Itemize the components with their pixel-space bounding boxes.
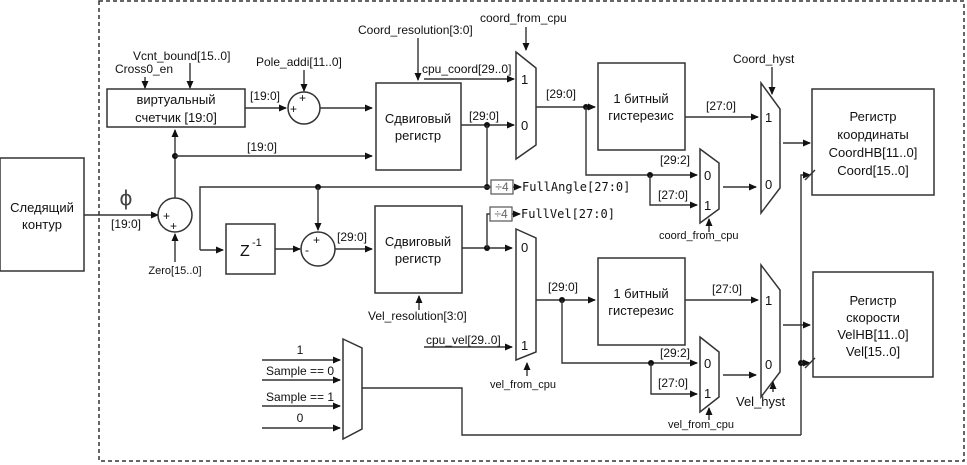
- small-coord-bus1: [27:0]: [658, 188, 688, 202]
- div4-vel: ÷4: [494, 207, 508, 221]
- coord-resolution-label: Coord_resolution[3:0]: [358, 23, 473, 37]
- svg-text:1: 1: [765, 110, 772, 125]
- svg-text:1 битный: 1 битный: [613, 91, 668, 106]
- fpga-boundary: [98, 0, 965, 462]
- svg-text:+: +: [299, 91, 306, 105]
- cross0-label: Cross0_en: [115, 62, 173, 76]
- hyst-coord-out-bus: [27:0]: [706, 99, 736, 113]
- shift-coord-out-bus: [29:0]: [469, 109, 499, 123]
- svg-text:-1: -1: [252, 237, 262, 249]
- vel-hyst-label: Vel_hyst: [736, 394, 786, 409]
- svg-text:1: 1: [521, 338, 528, 353]
- svg-text:VelHB[11..0]: VelHB[11..0]: [837, 327, 908, 342]
- sample-in-eq0: Sample == 0: [266, 364, 334, 378]
- subtractor: + -: [300, 231, 336, 267]
- zero-label: Zero[15..0]: [148, 265, 201, 277]
- svg-text:счетчик [19:0]: счетчик [19:0]: [135, 110, 217, 125]
- svg-text:Сдвиговый: Сдвиговый: [385, 111, 451, 126]
- hysteresis-vel: 1 битный гистерезис: [597, 257, 686, 346]
- svg-text:регистр: регистр: [395, 128, 441, 143]
- mux-vel-small: 0 1: [699, 335, 720, 414]
- hysteresis-coord: 1 битный гистерезис: [597, 62, 686, 151]
- bus19-label-a: [19:0]: [250, 89, 280, 103]
- mux-coord-out-bus: [29:0]: [546, 87, 576, 101]
- tracking-loop-block: Следящий контур: [0, 157, 85, 272]
- coord-register: Регистр координаты CoordHB[11..0] Coord[…: [811, 88, 935, 196]
- cpu-vel-label: cpu_vel[29..0]: [426, 333, 501, 347]
- shift-register-coord: Сдвиговый регистр: [375, 82, 462, 171]
- svg-text:0: 0: [765, 177, 772, 192]
- delay-block: Z -1: [225, 223, 276, 275]
- mux-coord-small: 0 1: [699, 147, 720, 225]
- mux-vel-out-bus: [29:0]: [548, 280, 578, 294]
- svg-text:Vel[15..0]: Vel[15..0]: [846, 344, 900, 359]
- input-adder: + +: [157, 197, 193, 233]
- velocity-register: Регистр скорости VelHB[11..0] Vel[15..0]: [812, 271, 934, 378]
- pole-addi-label: Pole_addi[11..0]: [256, 55, 342, 69]
- full-vel-label: FullVel[27:0]: [521, 207, 615, 221]
- full-angle-label: FullAngle[27:0]: [522, 180, 630, 194]
- phi-symbol: ϕ: [119, 186, 132, 210]
- cpu-coord-label: cpu_coord[29..0]: [422, 62, 511, 76]
- svg-text:Сдвиговый: Сдвиговый: [385, 234, 451, 249]
- svg-text:Coord[15..0]: Coord[15..0]: [837, 163, 909, 178]
- svg-text:0: 0: [521, 240, 528, 255]
- shift-register-vel: Сдвиговый регистр: [374, 205, 463, 294]
- svg-text:гистерезис: гистерезис: [608, 108, 674, 123]
- svg-text:+: +: [313, 233, 320, 247]
- svg-text:виртуальный: виртуальный: [137, 92, 216, 107]
- svg-text:1: 1: [704, 198, 711, 213]
- small-coord-sel-label: coord_from_cpu: [659, 230, 739, 242]
- svg-text:скорости: скорости: [846, 310, 900, 325]
- svg-text:+: +: [290, 102, 297, 116]
- svg-text:регистр: регистр: [395, 251, 441, 266]
- small-coord-bus0: [29:2]: [660, 153, 690, 167]
- svg-text:0: 0: [704, 168, 711, 183]
- svg-text:+: +: [170, 219, 177, 233]
- svg-text:+: +: [163, 209, 170, 223]
- mux-vel: 0 1: [515, 227, 537, 362]
- vel-resolution-label: Vel_resolution[3:0]: [368, 309, 467, 323]
- sub-out-bus: [29:0]: [337, 230, 367, 244]
- svg-text:координаты: координаты: [837, 127, 909, 142]
- vel-from-cpu-label: vel_from_cpu: [490, 379, 556, 391]
- phi-bus-label: [19:0]: [111, 217, 141, 231]
- svg-text:Регистр: Регистр: [849, 109, 896, 124]
- vcnt-bound-label: Vcnt_bound[15..0]: [133, 49, 230, 63]
- div4-angle: ÷4: [495, 180, 509, 194]
- svg-text:0: 0: [765, 357, 772, 372]
- svg-text:-: -: [305, 243, 309, 257]
- small-vel-bus1: [27:0]: [658, 376, 688, 390]
- hyst-vel-out-bus: [27:0]: [712, 282, 742, 296]
- small-vel-sel-label: vel_from_cpu: [668, 419, 734, 431]
- mux-coord: 1 0: [515, 50, 537, 161]
- svg-text:CoordHB[11..0]: CoordHB[11..0]: [829, 145, 918, 160]
- bus19-label-b: [19:0]: [247, 140, 277, 154]
- coord-from-cpu-top-label: coord_from_cpu: [480, 11, 567, 25]
- virtual-counter-block: виртуальный счетчик [19:0]: [106, 88, 246, 128]
- mux-coord-hyst: 1 0: [760, 80, 781, 216]
- mux-vel-hyst: 1 0: [760, 262, 781, 400]
- pole-adder: + +: [287, 91, 321, 125]
- svg-text:0: 0: [521, 118, 528, 133]
- svg-text:0: 0: [704, 356, 711, 371]
- svg-text:Регистр: Регистр: [849, 293, 896, 308]
- svg-text:1: 1: [765, 293, 772, 308]
- sample-in-eq1: Sample == 1: [266, 390, 334, 404]
- small-vel-bus0: [29:2]: [660, 346, 690, 360]
- svg-text:1: 1: [521, 72, 528, 87]
- svg-text:1 битный: 1 битный: [613, 286, 668, 301]
- sample-in-0: 0: [297, 411, 304, 425]
- sample-enable-wire: [362, 387, 801, 436]
- tracking-loop-line2: контур: [22, 217, 62, 232]
- sample-in-1: 1: [297, 343, 304, 357]
- tracking-loop-line1: Следящий: [10, 200, 74, 215]
- coord-hyst-label: Coord_hyst: [733, 52, 795, 66]
- sample-mux: [342, 337, 363, 441]
- svg-text:Z: Z: [240, 243, 250, 260]
- svg-text:гистерезис: гистерезис: [608, 303, 674, 318]
- svg-text:1: 1: [704, 386, 711, 401]
